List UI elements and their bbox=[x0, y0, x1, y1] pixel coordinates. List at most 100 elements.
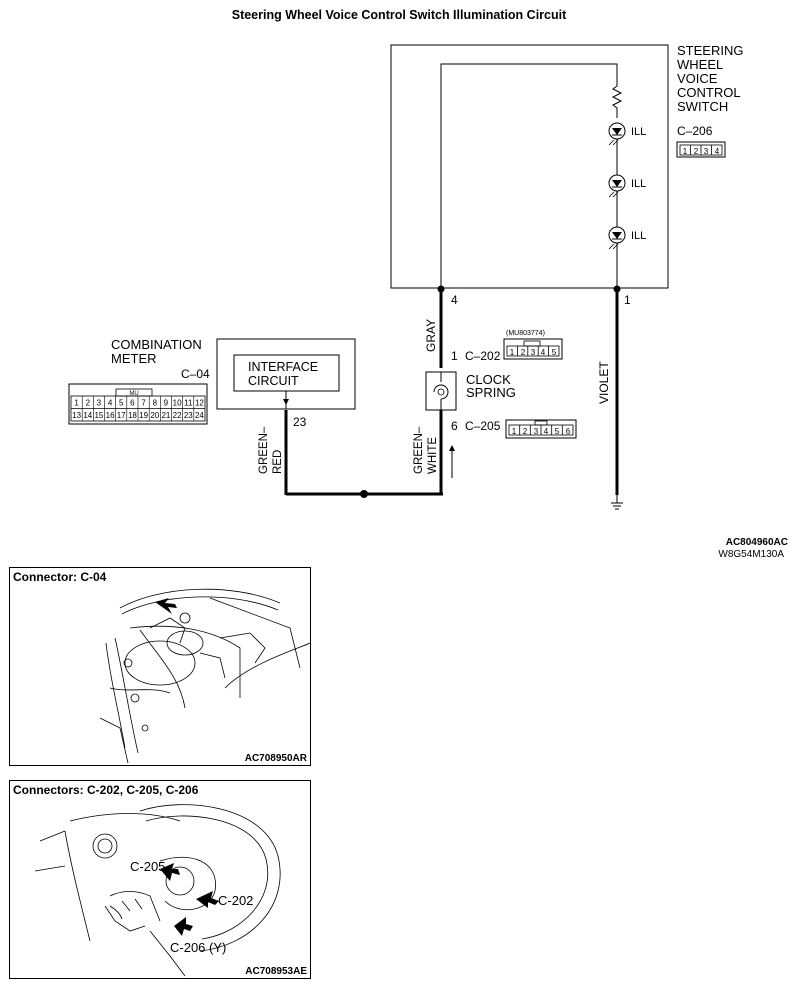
clock-spring-bottom-terminal: 6 bbox=[451, 419, 458, 433]
resistor-icon bbox=[611, 85, 623, 118]
pin-number: 2 bbox=[523, 427, 528, 436]
pin-number: 13 bbox=[72, 411, 81, 420]
led-label: ILL bbox=[631, 178, 646, 190]
switch-name-line: VOICE bbox=[677, 71, 718, 86]
gray-wire-label: GRAY bbox=[424, 319, 438, 352]
green-white-wire-label: WHITE bbox=[427, 437, 439, 474]
connector-c205-label: C–205 bbox=[465, 419, 501, 433]
pin-number: 1 bbox=[74, 399, 79, 408]
connector-c206-label: C–206 bbox=[677, 124, 713, 138]
pin-number: 5 bbox=[119, 399, 124, 408]
splice-dot bbox=[360, 490, 368, 498]
pin-number: 12 bbox=[195, 399, 204, 408]
led-label: ILL bbox=[631, 230, 646, 242]
pin-number: 17 bbox=[117, 411, 126, 420]
green-red-wire-label: RED bbox=[272, 450, 284, 474]
clock-spring-top-terminal: 1 bbox=[451, 349, 458, 363]
green-red-wire-label: GREEN– bbox=[258, 426, 270, 474]
led-label: ILL bbox=[631, 126, 646, 138]
terminal-4-label: 4 bbox=[451, 293, 458, 307]
connector-c206-icon: 1 2 3 4 bbox=[676, 141, 726, 158]
panel-title: Connectors: C-202, C-205, C-206 bbox=[13, 783, 199, 797]
location-arrow-icon bbox=[174, 917, 193, 936]
pin-number: 3 bbox=[97, 399, 102, 408]
pin-number: 4 bbox=[715, 147, 720, 156]
connector-label-c202: C-202 bbox=[218, 893, 253, 908]
meter-name: COMBINATION bbox=[111, 337, 202, 352]
interface-circuit-label: INTERFACE bbox=[248, 360, 318, 374]
panel-code: AC708953AE bbox=[245, 966, 307, 977]
location-arrow-icon bbox=[155, 598, 177, 614]
diagram-code: AC804960AC bbox=[726, 537, 788, 548]
voice-control-switch: ILL ILL ILL STEERING WHEEL VOICE CONTROL… bbox=[390, 43, 743, 289]
pin-number: 4 bbox=[544, 427, 549, 436]
violet-wire-label: VIOLET bbox=[597, 361, 611, 404]
connector-c205-icon: 1 2 3 4 5 6 bbox=[505, 419, 577, 439]
ground-icon bbox=[611, 495, 623, 510]
pin-number: 10 bbox=[173, 399, 182, 408]
clock-spring-coil-icon bbox=[433, 372, 449, 410]
pin-number: 14 bbox=[83, 411, 92, 420]
steering-wheel-illustration: C-205 C-202 C-206 (Y) bbox=[34, 804, 281, 977]
pin-number: 3 bbox=[531, 348, 536, 357]
pin-number: 18 bbox=[128, 411, 137, 420]
pin-number: 4 bbox=[541, 348, 546, 357]
pin-number: 4 bbox=[108, 399, 113, 408]
switch-name-line: STEERING bbox=[677, 43, 743, 58]
diagram-title: Steering Wheel Voice Control Switch Illu… bbox=[232, 8, 567, 22]
pin-number: 2 bbox=[86, 399, 91, 408]
location-arrow-icon bbox=[160, 863, 180, 881]
pin-number: 3 bbox=[534, 427, 539, 436]
led-icon bbox=[608, 174, 626, 198]
pin-number: 8 bbox=[153, 399, 158, 408]
led-icon bbox=[608, 226, 626, 250]
pin-number: 7 bbox=[141, 399, 146, 408]
pin-number: 1 bbox=[512, 427, 517, 436]
location-arrow-icon bbox=[196, 891, 219, 908]
connector-c202-icon: 1 2 3 4 5 bbox=[503, 338, 563, 360]
pin-number: 9 bbox=[164, 399, 169, 408]
switch-name-line: CONTROL bbox=[677, 85, 741, 100]
diagram-code: W8G54M130A bbox=[718, 549, 784, 560]
meter-terminal-23: 23 bbox=[293, 415, 307, 429]
connector-c04-label: C–04 bbox=[181, 367, 210, 381]
pin-number: 5 bbox=[552, 348, 557, 357]
pin-number: 1 bbox=[510, 348, 515, 357]
clock-spring: CLOCK SPRING bbox=[425, 371, 516, 411]
led-icon bbox=[608, 122, 626, 146]
pin-number: 11 bbox=[184, 399, 193, 408]
c202-part-number: (MU803774) bbox=[506, 330, 545, 337]
dashboard-wiring-illustration bbox=[99, 588, 310, 764]
pin-number: 2 bbox=[694, 147, 699, 156]
green-white-wire-label: GREEN– bbox=[413, 426, 425, 474]
panel-code: AC708950AR bbox=[244, 753, 307, 764]
pin-number: 21 bbox=[161, 411, 170, 420]
panel-title: Connector: C-04 bbox=[13, 570, 107, 584]
terminal-dot bbox=[437, 285, 445, 293]
interface-circuit-label: CIRCUIT bbox=[248, 374, 299, 388]
meter-name: METER bbox=[111, 351, 157, 366]
pin-number: 16 bbox=[106, 411, 115, 420]
pin-number: 6 bbox=[566, 427, 571, 436]
connector-label-c205: C-205 bbox=[130, 859, 165, 874]
pin-number: 20 bbox=[150, 411, 159, 420]
pin-number: 2 bbox=[521, 348, 526, 357]
terminal-1-label: 1 bbox=[624, 293, 631, 307]
pin-number: 5 bbox=[555, 427, 560, 436]
terminal-dot bbox=[613, 285, 621, 293]
pin-number: 1 bbox=[683, 147, 688, 156]
pin-number: 23 bbox=[184, 411, 193, 420]
clock-spring-name: SPRING bbox=[466, 385, 516, 400]
connector-key-label: MU bbox=[129, 391, 138, 397]
pin-number: 24 bbox=[195, 411, 204, 420]
connector-c04-location-panel: Connector: C-04 AC708950AR bbox=[9, 567, 311, 766]
circuit-diagram: Steering Wheel Voice Control Switch Illu… bbox=[68, 8, 788, 560]
connector-label-c206: C-206 (Y) bbox=[170, 940, 226, 955]
pin-number: 3 bbox=[704, 147, 709, 156]
switch-name-line: SWITCH bbox=[677, 99, 728, 114]
pin-number: 19 bbox=[139, 411, 148, 420]
clock-spring-name: CLOCK bbox=[466, 372, 511, 387]
connectors-c202-location-panel: Connectors: C-202, C-205, C-206 C-205 C-… bbox=[9, 780, 311, 979]
switch-name-line: WHEEL bbox=[677, 57, 723, 72]
